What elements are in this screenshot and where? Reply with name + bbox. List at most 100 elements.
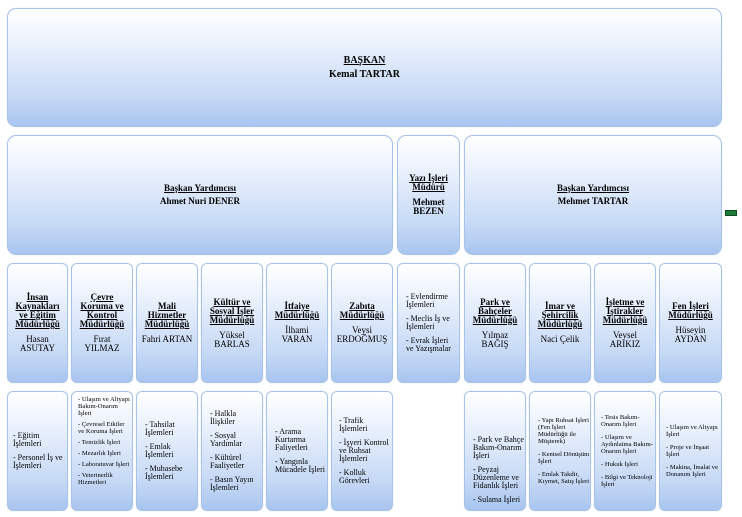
yazi-isleri-gorev-list: - Evlendirme İşlemleri - Meclis İş ve İş… — [400, 293, 457, 353]
gorev-item: - Kültürel Faaliyetler — [210, 453, 245, 470]
mudurluk-title: Park ve Bahçeler Müdürlüğü — [472, 296, 518, 325]
mudurluk-title: İnsan Kaynakları ve Eğitim Müdürlüğü — [15, 292, 60, 329]
gorev-item: - Halkla İlişkiler — [210, 409, 236, 426]
yardimci-box-1: Başkan Yardımcısı Ahmet Nuri DENER — [7, 135, 393, 255]
mudurluk-box-itfaiye: İtfaiye Müdürlüğü İlhami VARAN — [266, 263, 328, 383]
yardimci-title: Başkan Yardımcısı — [164, 183, 236, 193]
gorev-item: - Muhasebe İşlemleri — [145, 464, 183, 481]
gorev-list: - Tesis Bakım-Onarım İşleri - Ulaşım ve … — [595, 414, 655, 488]
gorev-item: - Kentsel Dönüşüm İşleri — [538, 451, 590, 465]
mudur-name: Fırat YILMAZ — [84, 334, 120, 353]
gorev-item: - Ulaşım ve Aydınlatma Bakım-Onarım İşle… — [601, 434, 653, 455]
gorev-list: - Yapı Ruhsat İşleri (Fen İşleri Müdürlü… — [530, 417, 590, 485]
mudurluk-title: Mali Hizmetler Müdürlüğü — [144, 301, 190, 329]
gorev-item: - Veterinerlik Hizmetleri — [78, 472, 113, 486]
gorev-box-cevre: - Ulaşım ve Altyapı Bakım-Onarım İşleri … — [71, 391, 133, 511]
gorev-list: - Tahsilat İşlemleri - Emlak İşlemleri -… — [137, 421, 197, 481]
mudurluk-title: Fen İşleri Müdürlüğü — [668, 301, 713, 320]
gorev-box-insan-kaynaklari: - Eğitim İşlemleri - Personel İş ve İşle… — [7, 391, 68, 511]
yazi-isleri-gorevler-box: - Evlendirme İşlemleri - Meclis İş ve İş… — [397, 263, 460, 383]
mudurluk-box-park: Park ve Bahçeler Müdürlüğü Yılmaz BAĞIŞ — [464, 263, 526, 383]
mudur-name: Veysel ARIKIZ — [609, 329, 641, 349]
mudur-name: Hüseyin AYDAN — [674, 325, 707, 344]
mudurluk-box-imar: İmar ve Şehircilik Müdürlüğü Naci Çelik — [529, 263, 591, 383]
gorev-item: - Basın Yayın İşlemleri — [210, 475, 254, 492]
gorev-item: - Peyzaj Düzenleme ve Fidanlık İşleri — [473, 465, 519, 490]
mudur-name: Hasan ASUTAY — [20, 334, 55, 353]
gorev-box-zabita: - Trafik İşlemleri - İşyeri Kontrol ve R… — [331, 391, 393, 511]
mudurluk-box-isletme: İşletme ve İştirakler Müdürlüğü Veysel A… — [594, 263, 656, 383]
gorev-box-mali: - Tahsilat İşlemleri - Emlak İşlemleri -… — [136, 391, 198, 511]
mudurluk-box-cevre: Çevre Koruma ve Kontrol Müdürlüğü Fırat … — [71, 263, 133, 383]
gorev-item: - Proje ve İnşaat İşleri — [666, 444, 710, 458]
gorev-box-fen-isleri: - Ulaşım ve Altyapı İşleri - Proje ve İn… — [659, 391, 722, 511]
yardimci-box-2: Başkan Yardımcısı Mehmet TARTAR — [464, 135, 722, 255]
mudurluk-box-insan-kaynaklari: İnsan Kaynakları ve Eğitim Müdürlüğü Has… — [7, 263, 68, 383]
mudurluk-title: Çevre Koruma ve Kontrol Müdürlüğü — [79, 292, 125, 329]
yazi-isleri-name: Mehmet BEZEN — [412, 197, 445, 216]
gorev-item: - Makina, İmalat ve Donanım İşleri — [666, 464, 718, 478]
gorev-item: - Bilgi ve Teknoloji İşleri — [601, 474, 653, 488]
mudurluk-title: Zabıta Müdürlüğü — [339, 301, 385, 320]
gorev-item: - Meclis İş ve İşlemleri — [406, 314, 450, 331]
gorev-list: - Halkla İlişkiler - Sosyal Yardımlar - … — [202, 410, 262, 492]
baskan-title: BAŞKAN — [343, 54, 386, 66]
gorev-item: - Yangınla Mücadele İşleri — [275, 457, 325, 474]
gorev-item: - Çevresel Etkiler ve Koruma İşleri — [78, 421, 125, 435]
gorev-item: - Trafik İşlemleri — [339, 416, 368, 433]
mudurluk-box-kultur: Kültür ve Sosyal İşler Müdürlüğü Yüksel … — [201, 263, 263, 383]
gorev-box-kultur: - Halkla İlişkiler - Sosyal Yardımlar - … — [201, 391, 263, 511]
gorev-list: - Eğitim İşlemleri - Personel İş ve İşle… — [8, 432, 67, 470]
gorev-item: - Eğitim İşlemleri — [13, 431, 42, 448]
gorev-item: - Personel İş ve İşlemleri — [13, 453, 63, 470]
mudur-name: İlhami VARAN — [281, 325, 313, 344]
gorev-list: - Ulaşım ve Altyapı Bakım-Onarım İşleri … — [72, 396, 132, 486]
gorev-box-park: - Park ve Bahçe Bakım-Onarım İşleri - Pe… — [464, 391, 526, 511]
baskan-box: BAŞKAN Kemal TARTAR — [7, 8, 722, 127]
gorev-item: - Park ve Bahçe Bakım-Onarım İşleri — [473, 435, 524, 460]
mudurluk-box-fen-isleri: Fen İşleri Müdürlüğü Hüseyin AYDAN — [659, 263, 722, 383]
gorev-list: - Ulaşım ve Altyapı İşleri - Proje ve İn… — [660, 424, 721, 478]
gorev-item: - Emlak İşlemleri — [145, 442, 174, 459]
yardimci-name: Ahmet Nuri DENER — [160, 196, 240, 206]
gorev-item: - Laboratuvar İşleri — [78, 461, 130, 468]
gorev-item: - Sosyal Yardımlar — [210, 431, 243, 448]
mudur-name: Veysi ERDOĞMUŞ — [336, 325, 388, 344]
gorev-item: - Tahsilat İşlemleri — [145, 420, 175, 437]
gorev-item: - Evrak İşleri ve Yazışmalar — [406, 336, 451, 353]
mudur-name: Yüksel BARLAS — [214, 329, 250, 349]
gorev-box-imar: - Yapı Ruhsat İşleri (Fen İşleri Müdürlü… — [529, 391, 591, 511]
yardimci-title: Başkan Yardımcısı — [557, 183, 629, 193]
mudurluk-title: İmar ve Şehircilik Müdürlüğü — [537, 301, 583, 329]
gorev-item: - Tesis Bakım-Onarım İşleri — [601, 414, 640, 428]
gorev-item: - Yapı Ruhsat İşleri (Fen İşleri Müdürlü… — [538, 417, 589, 445]
gorev-item: - Sulama İşleri — [473, 495, 521, 504]
gorev-list: - Trafik İşlemleri - İşyeri Kontrol ve R… — [332, 417, 392, 485]
gorev-item: - Hukuk İşleri — [601, 461, 638, 468]
yardimci-name: Mehmet TARTAR — [557, 196, 629, 206]
gorev-item: - Ulaşım ve Altyapı İşleri — [666, 424, 718, 438]
gorev-item: - Evlendirme İşlemleri — [406, 292, 448, 309]
gorev-box-isletme: - Tesis Bakım-Onarım İşleri - Ulaşım ve … — [594, 391, 656, 511]
gorev-item: - Kolluk Görevleri — [339, 468, 370, 485]
mudurluk-title: İşletme ve İştirakler Müdürlüğü — [602, 296, 648, 325]
resize-handle[interactable] — [725, 210, 737, 216]
mudur-name: Naci Çelik — [540, 334, 580, 344]
mudurluk-title: İtfaiye Müdürlüğü — [274, 301, 320, 320]
gorev-item: - Ulaşım ve Altyapı Bakım-Onarım İşleri — [78, 396, 130, 417]
gorev-list: - Park ve Bahçe Bakım-Onarım İşleri - Pe… — [465, 436, 525, 504]
gorev-list: - Arama Kurtarma Faliyetleri - Yangınla … — [267, 428, 327, 474]
mudurluk-box-mali: Mali Hizmetler Müdürlüğü Fahri ARTAN — [136, 263, 198, 383]
baskan-name: Kemal TARTAR — [328, 68, 401, 80]
yazi-isleri-title: Yazı İşleri Müdürü — [409, 173, 448, 192]
mudur-name: Fahri ARTAN — [141, 334, 193, 344]
mudur-name: Yılmaz BAĞIŞ — [481, 329, 509, 349]
gorev-item: - Emlak Takdir, Kıymet, Satış İşleri — [538, 471, 590, 485]
mudurluk-box-zabita: Zabıta Müdürlüğü Veysi ERDOĞMUŞ — [331, 263, 393, 383]
gorev-item: - Temizlik İşleri — [78, 439, 121, 446]
gorev-item: - Arama Kurtarma Faliyetleri — [275, 427, 308, 452]
gorev-item: - Mezarlık İşleri — [78, 450, 121, 457]
yazi-isleri-mudur-box: Yazı İşleri Müdürü Mehmet BEZEN — [397, 135, 460, 255]
gorev-item: - İşyeri Kontrol ve Ruhsat İşlemleri — [339, 438, 389, 463]
mudurluk-title: Kültür ve Sosyal İşler Müdürlüğü — [209, 296, 255, 325]
